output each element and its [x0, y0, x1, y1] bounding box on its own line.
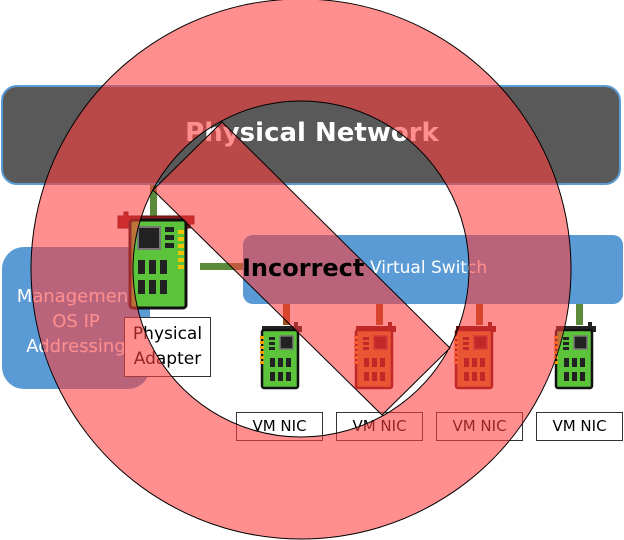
- incorrect-label: Incorrect: [242, 254, 365, 282]
- virtual-switch-label: Virtual Switch: [370, 258, 488, 278]
- link-adapter-to-virtual-switch: [200, 263, 245, 270]
- prohibition-ring: [30, 0, 572, 540]
- physical-adapter-line-1: Physical: [132, 324, 203, 344]
- prohibition-slash: [152, 121, 451, 416]
- link-vswitch-to-vmnic-4: [576, 303, 583, 325]
- vm-nic-label-4: VM NIC: [536, 412, 623, 441]
- link-adapter-to-physical-network: [150, 185, 157, 220]
